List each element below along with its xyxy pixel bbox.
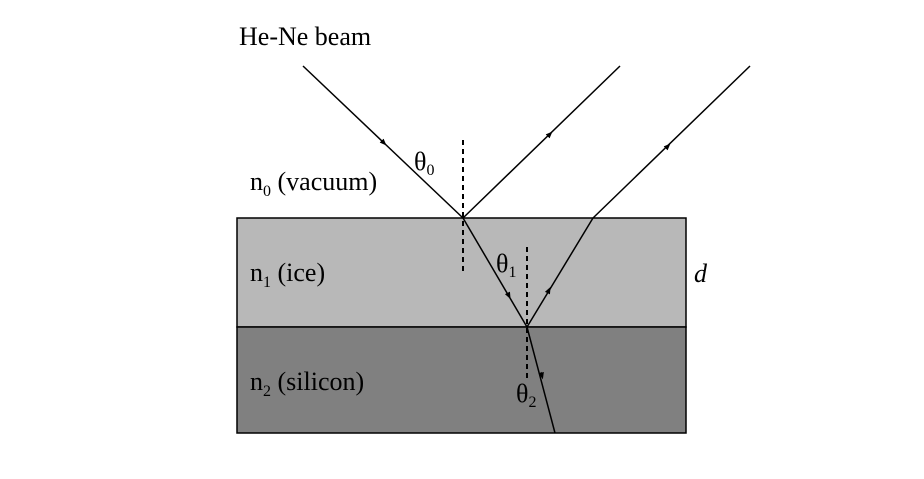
- ice-label: n1 (ice): [250, 258, 325, 291]
- theta1-symbol: θ: [496, 249, 508, 278]
- reflected-ray-1: [462, 65, 621, 219]
- ice-n: n: [250, 258, 263, 287]
- theta0-symbol: θ: [414, 147, 426, 176]
- refracted-ray-ice: [462, 217, 528, 328]
- theta1-subscript: 1: [508, 264, 516, 281]
- theta2-symbol: θ: [516, 379, 528, 408]
- incident-ray-arrow: [379, 138, 387, 146]
- refracted-ray-silicon-arrow: [538, 371, 544, 380]
- reflected-ray-ice-arrow: [544, 286, 551, 295]
- silicon-label: n2 (silicon): [250, 367, 364, 400]
- silicon-text: (silicon): [271, 367, 364, 396]
- vacuum-text: (vacuum): [271, 167, 377, 196]
- reflected-ray-2-arrow: [663, 143, 671, 151]
- vacuum-label: n0 (vacuum): [250, 167, 377, 200]
- beam-label: He-Ne beam: [239, 22, 371, 51]
- thickness-label: d: [694, 259, 708, 288]
- refracted-ray-silicon: [526, 326, 556, 434]
- ice-text: (ice): [271, 258, 325, 287]
- silicon-layer: [236, 326, 687, 434]
- vacuum-n: n: [250, 167, 263, 196]
- theta2-label: θ2: [516, 379, 536, 411]
- refracted-ray-ice-arrow: [504, 291, 511, 300]
- ice-layer: [236, 217, 687, 328]
- vacuum-subscript: 0: [263, 183, 271, 200]
- ice-subscript: 1: [263, 274, 271, 291]
- theta1-label: θ1: [496, 249, 516, 281]
- theta0-label: θ0: [414, 147, 434, 179]
- reflected-ray-1-arrow: [545, 131, 553, 139]
- silicon-n: n: [250, 367, 263, 396]
- theta2-subscript: 2: [528, 394, 536, 411]
- reflected-ray-2: [592, 65, 751, 219]
- silicon-subscript: 2: [263, 383, 271, 400]
- reflected-ray-ice: [526, 217, 594, 328]
- theta0-subscript: 0: [426, 162, 434, 179]
